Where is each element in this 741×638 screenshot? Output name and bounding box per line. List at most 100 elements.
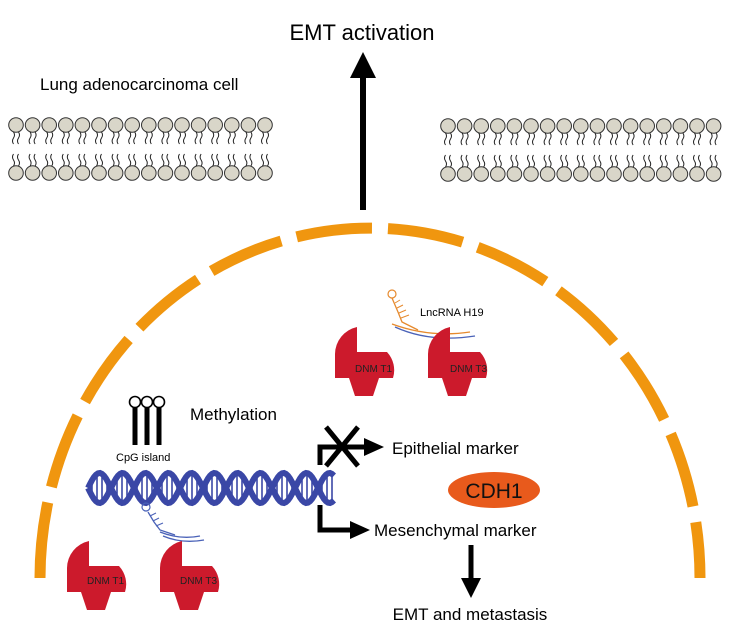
lipid-tail	[133, 131, 137, 145]
lipid-head	[440, 166, 456, 182]
lipid-tail	[227, 131, 231, 145]
lipid-tail	[693, 132, 696, 146]
lipid-head	[456, 166, 473, 182]
lipid-tail	[631, 132, 635, 146]
dnmt3-enzyme-top: DNM T3	[428, 327, 487, 396]
lipid-tail	[194, 131, 198, 145]
lipid-tail	[216, 131, 220, 145]
lipid-tail	[664, 154, 668, 168]
lipid-tail	[95, 131, 98, 145]
lipid-tail	[681, 154, 685, 168]
lipid-head	[573, 118, 589, 134]
lipid-head	[473, 166, 490, 182]
lipid-tail	[227, 153, 231, 167]
lipid-tail	[216, 153, 220, 167]
lipid-tail	[576, 154, 580, 168]
lipid-head	[672, 166, 689, 182]
lipid-head	[74, 165, 91, 181]
dnmt3-bottom-label: DNM T3	[180, 576, 217, 587]
lipid-tail	[576, 132, 580, 146]
dnmt3-top-label: DNM T3	[450, 364, 487, 375]
lipid-head	[141, 117, 157, 133]
lipid-head	[506, 118, 523, 134]
lipid-tail	[643, 154, 647, 168]
lipid-tail	[83, 153, 87, 167]
lipid-tail	[12, 153, 15, 167]
dnmt3-enzyme-bottom: DNM T3	[160, 541, 220, 610]
lipid-head	[689, 166, 705, 182]
lipid-head	[74, 117, 91, 133]
lipid-head	[705, 166, 722, 182]
lipid-head	[174, 165, 190, 181]
lipid-head	[456, 118, 473, 134]
lipid-head	[107, 117, 124, 133]
lipid-head	[207, 165, 223, 181]
lipid-tail	[498, 154, 502, 168]
lipid-tail	[515, 132, 519, 146]
lipid-head	[523, 166, 539, 182]
lipid-head	[622, 118, 639, 134]
lipid-tail	[543, 154, 547, 168]
lipid-tail	[714, 132, 718, 146]
lipid-tail	[33, 153, 37, 167]
lipid-tail	[565, 154, 569, 168]
lipid-head	[490, 166, 506, 182]
lipid-head	[224, 165, 240, 181]
lipid-head	[41, 165, 58, 181]
lipid-head	[656, 166, 672, 182]
lipid-tail	[45, 131, 49, 145]
lipid-tail	[232, 153, 236, 167]
lipid-tail	[659, 154, 663, 168]
lipid-head	[523, 118, 539, 134]
lipid-tail	[581, 154, 585, 168]
lipid-head	[91, 117, 107, 133]
lipid-tail	[615, 132, 618, 146]
lipid-tail	[183, 153, 186, 167]
lipid-tail	[465, 154, 469, 168]
lipid-head	[240, 165, 257, 181]
dnmt1-enzyme-bottom: DNM T1	[67, 541, 127, 610]
lipid-tail	[581, 132, 585, 146]
lipid-head	[539, 118, 556, 134]
lipid-tail	[449, 154, 452, 168]
lipid-head	[91, 165, 107, 181]
cdh1-label: CDH1	[465, 480, 522, 503]
lipid-tail	[714, 154, 718, 168]
lipid-tail	[266, 131, 269, 145]
lipid-tail	[100, 153, 103, 167]
lipid-head	[240, 117, 257, 133]
dnmt1-enzyme-top: DNM T1	[335, 327, 395, 396]
lipid-tail	[659, 132, 663, 146]
lipid-head	[506, 166, 523, 182]
lipid-tail	[482, 132, 486, 146]
lipid-tail	[261, 131, 264, 145]
lipid-tail	[128, 153, 132, 167]
lipid-tail	[244, 131, 248, 145]
lipid-tail	[100, 131, 103, 145]
lipid-tail	[28, 153, 32, 167]
lipid-tail	[664, 132, 668, 146]
lipid-tail	[149, 153, 153, 167]
lipid-head	[257, 165, 273, 181]
lipid-tail	[460, 132, 464, 146]
lipid-tail	[78, 131, 82, 145]
dna-strand	[85, 469, 337, 507]
lipid-head	[705, 118, 722, 134]
lipid-tail	[178, 131, 181, 145]
lipid-head	[539, 166, 556, 182]
lipid-tail	[610, 132, 613, 146]
lipid-tail	[643, 132, 647, 146]
lipid-head	[672, 118, 689, 134]
lipid-tail	[510, 154, 514, 168]
lipid-tail	[66, 153, 70, 167]
lipid-head	[190, 165, 207, 181]
lipid-tail	[681, 132, 685, 146]
membrane-bilayer-right	[440, 118, 722, 182]
lipid-tail	[548, 154, 552, 168]
lipid-tail	[493, 132, 497, 146]
small-rna-bottom	[141, 502, 205, 542]
lipid-head	[606, 166, 622, 182]
lipid-tail	[482, 154, 486, 168]
lipid-head	[24, 165, 41, 181]
lipid-tail	[593, 154, 597, 168]
